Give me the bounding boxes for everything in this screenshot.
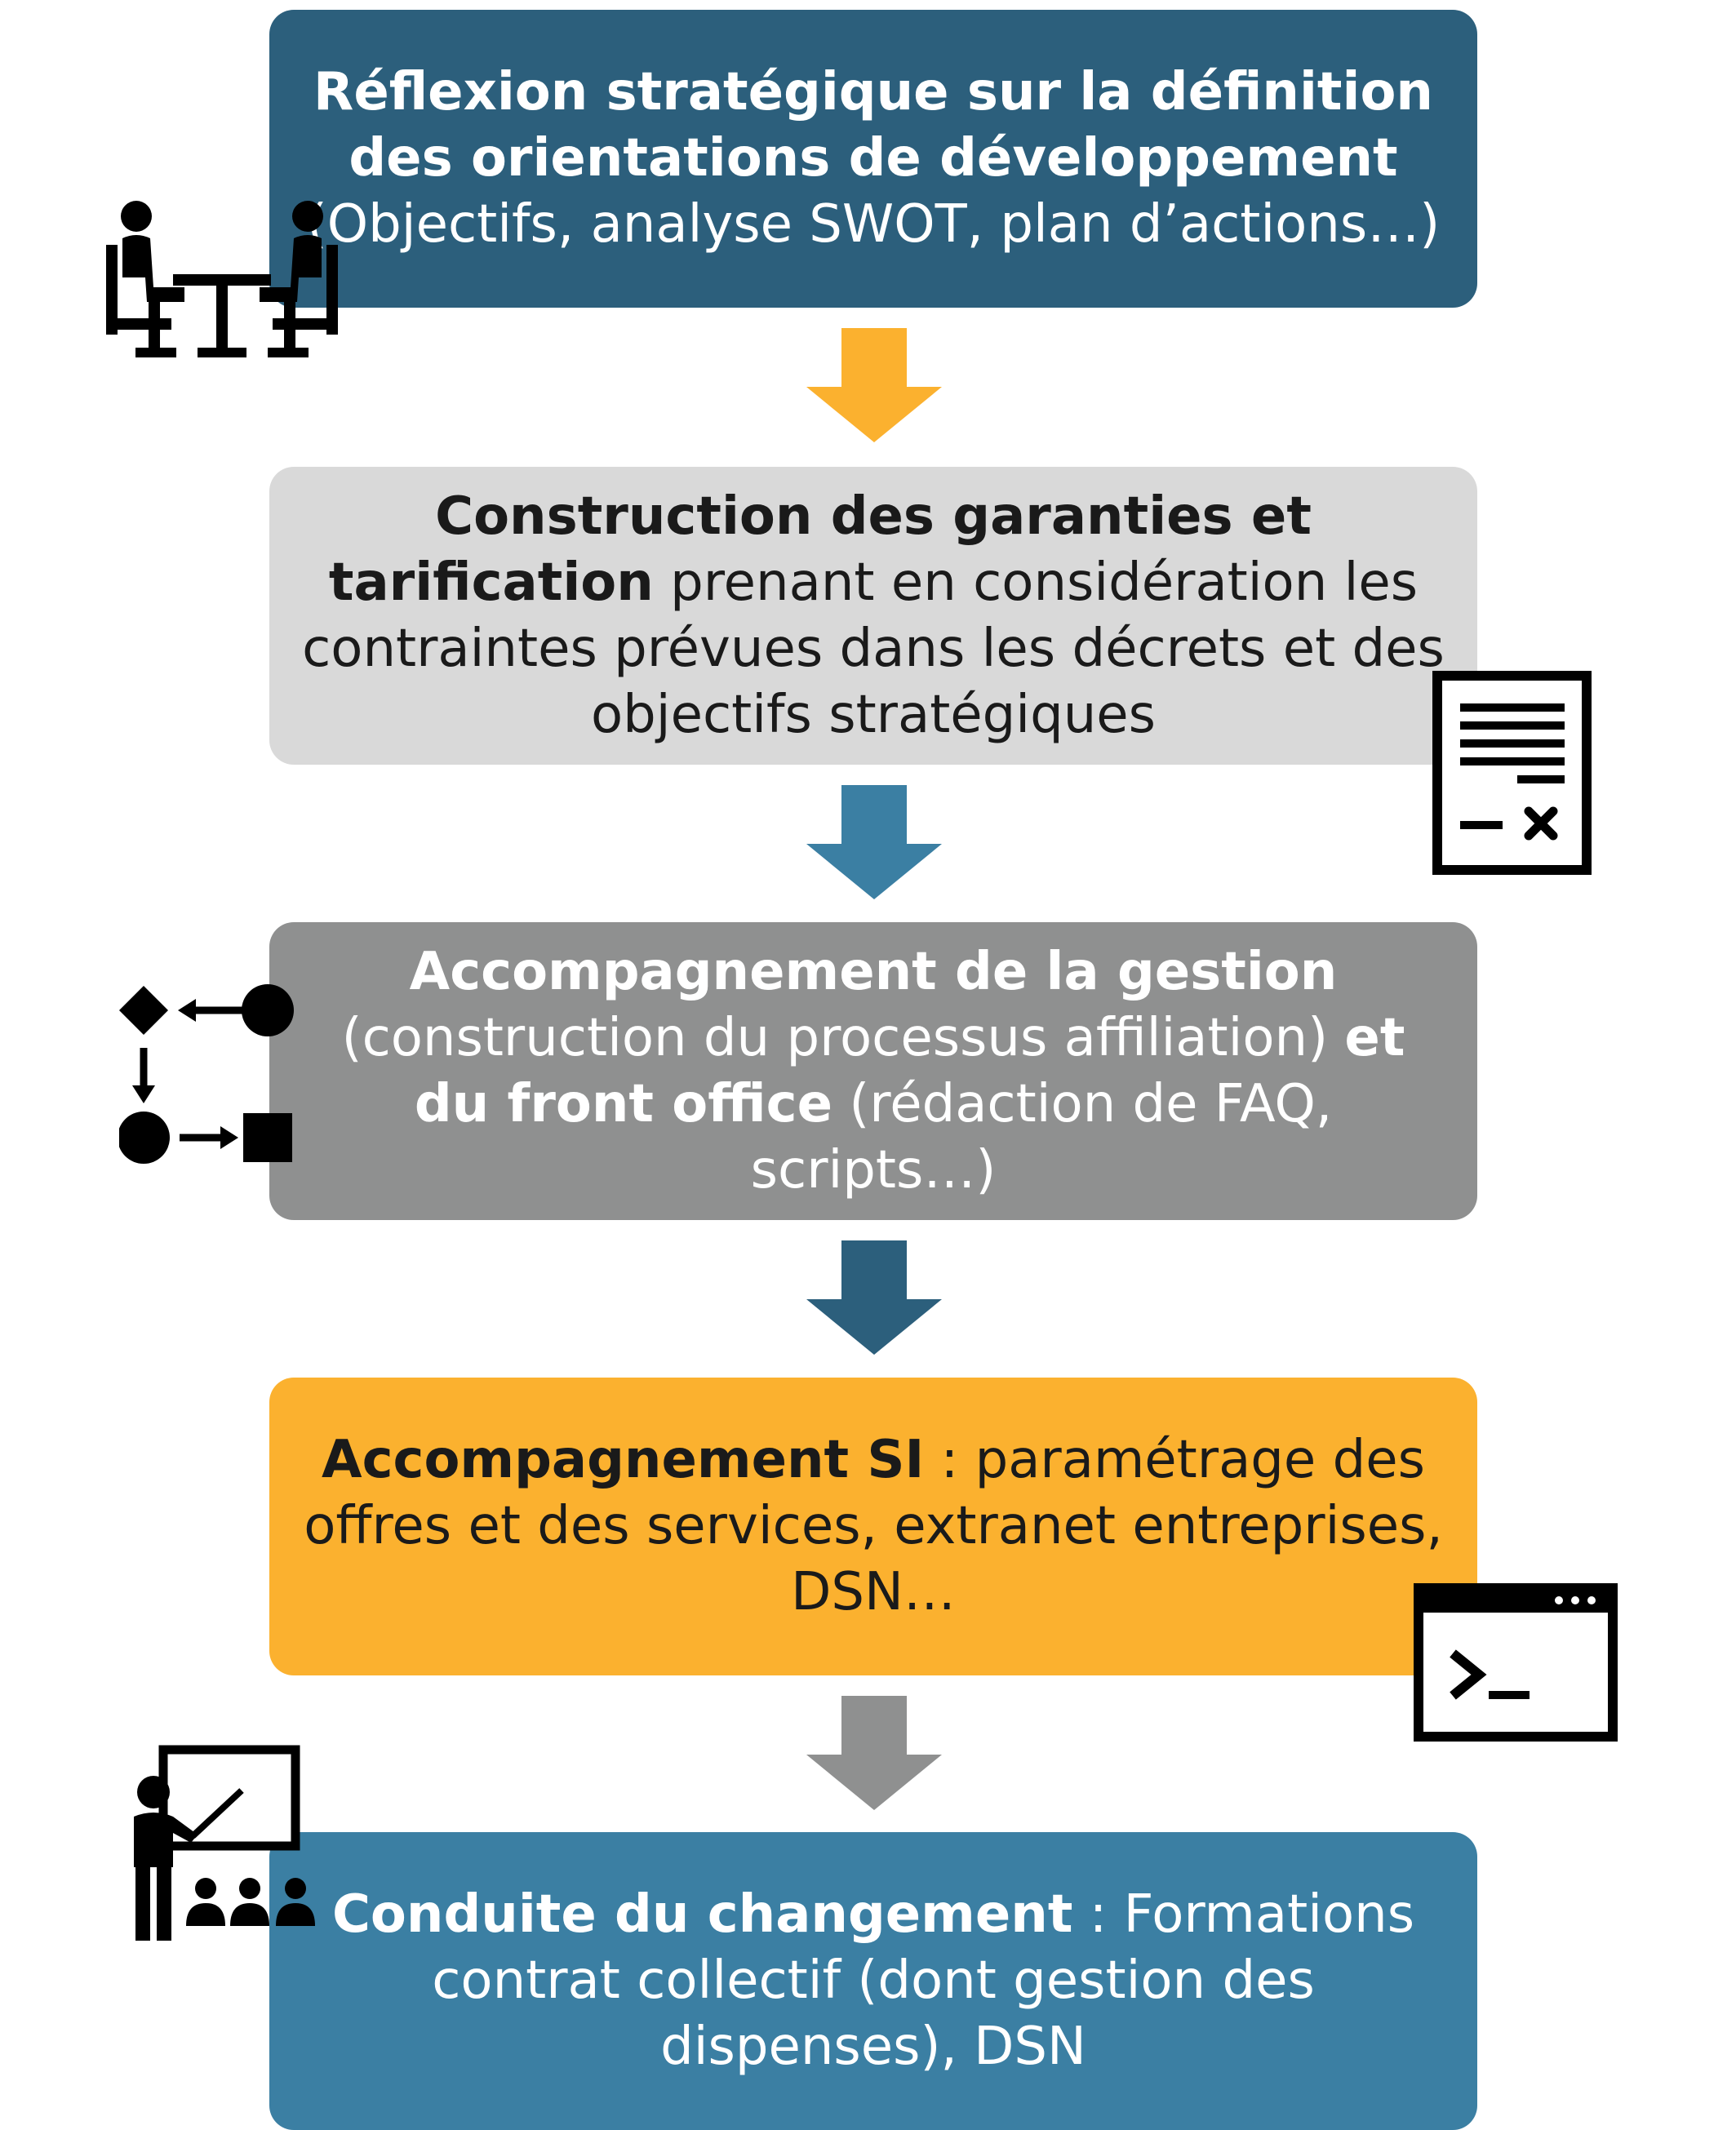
- arrow-down-4: [806, 1696, 942, 1810]
- step-change-management: Conduite du changement : Formations cont…: [269, 1832, 1477, 2130]
- step-3-bold-2: et du front office: [414, 1007, 1405, 1134]
- step-strategic-reflection: Réflexion stratégique sur la définition …: [269, 10, 1477, 308]
- process-flow-icon: [119, 984, 294, 1164]
- step-3-normal: (construction du processus affiliation): [341, 1007, 1345, 1068]
- step-is-support: Accompagnement SI : paramétrage des offr…: [269, 1378, 1477, 1675]
- step-management-support: Accompagnement de la gestion (constructi…: [269, 922, 1477, 1220]
- arrow-3-shape: [806, 1240, 942, 1355]
- teaching-icon: [134, 1745, 315, 1941]
- step-5-bold: Conduite du changement: [331, 1884, 1073, 1945]
- step-4-normal: : paramétrage des offres et des services…: [304, 1430, 1443, 1622]
- step-4-text: Accompagnement SI : paramétrage des offr…: [302, 1427, 1445, 1626]
- step-2-text: Construction des garanties et tarificati…: [302, 484, 1445, 748]
- terminal-icon: [1414, 1583, 1618, 1742]
- contract-icon: [1432, 671, 1592, 875]
- arrow-down-1: [806, 328, 942, 442]
- step-5-normal: : Formations contrat collectif (dont ges…: [432, 1884, 1415, 2077]
- step-3-normal-2: (rédaction de FAQ, scripts…): [750, 1073, 1333, 1200]
- step-3-text: Accompagnement de la gestion (constructi…: [302, 939, 1445, 1204]
- arrow-down-2: [806, 785, 942, 899]
- step-4-bold: Accompagnement SI: [322, 1430, 925, 1490]
- step-guarantees-pricing: Construction des garanties et tarificati…: [269, 467, 1477, 765]
- step-2-bold: Construction des garanties et tarificati…: [328, 486, 1312, 613]
- arrow-2-shape: [806, 785, 942, 899]
- step-3-bold: Accompagnement de la gestion: [409, 941, 1338, 1002]
- step-1-bold: Réflexion stratégique sur la définition …: [313, 62, 1433, 189]
- arrow-down-3: [806, 1240, 942, 1355]
- arrow-4-shape: [806, 1696, 942, 1810]
- step-1-normal: (Objectifs, analyse SWOT, plan d’actions…: [306, 194, 1441, 255]
- step-1-text: Réflexion stratégique sur la définition …: [302, 60, 1445, 258]
- meeting-icon: [106, 201, 338, 357]
- step-2-normal: prenant en considération les contraintes…: [302, 552, 1445, 745]
- arrow-1-shape: [806, 328, 942, 442]
- step-5-text: Conduite du changement : Formations cont…: [302, 1882, 1445, 2080]
